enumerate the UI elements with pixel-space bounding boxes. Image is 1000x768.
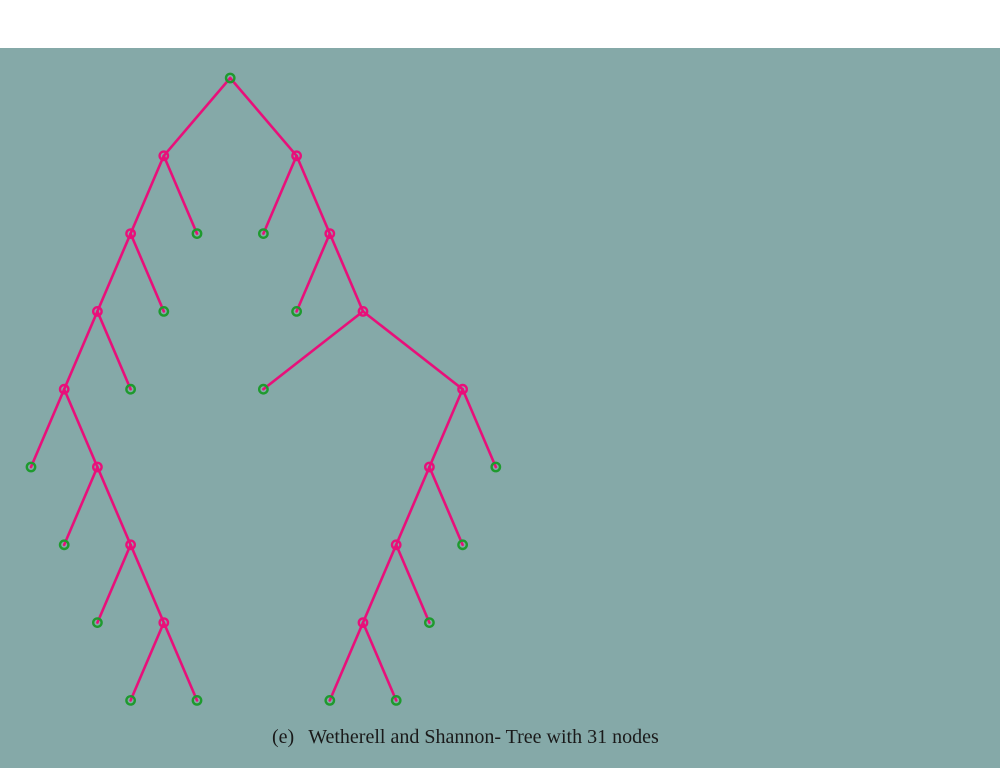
tree-edge xyxy=(428,465,464,547)
leaf-node xyxy=(390,695,402,706)
tree-edge xyxy=(62,465,99,547)
leaf-node xyxy=(291,305,302,317)
tree-edge xyxy=(461,387,498,469)
internal-node xyxy=(92,305,103,317)
internal-node xyxy=(423,461,435,473)
diagram-canvas xyxy=(0,48,1000,768)
internal-node xyxy=(324,228,336,240)
internal-node xyxy=(291,150,302,162)
tree-edge xyxy=(361,543,398,624)
internal-node xyxy=(158,617,170,628)
internal-node xyxy=(125,539,137,551)
tree-edge xyxy=(129,232,166,313)
tree-edge xyxy=(96,232,132,313)
leaf-node xyxy=(125,695,137,706)
tree-edge xyxy=(96,310,132,391)
tree-edge xyxy=(262,154,298,235)
leaf-node xyxy=(25,461,37,473)
internal-node xyxy=(125,228,137,240)
tree-edge xyxy=(394,543,431,624)
caption-text: Wetherell and Shannon- Tree with 31 node… xyxy=(308,726,659,748)
leaf-node xyxy=(257,383,269,395)
tree-edge xyxy=(361,621,398,702)
leaf-node xyxy=(191,695,203,706)
tree-edge xyxy=(295,154,332,235)
leaf-node xyxy=(490,461,502,473)
tree-edge xyxy=(328,621,365,702)
leaf-node xyxy=(158,305,170,317)
tree-edge xyxy=(129,154,166,235)
tree-edge xyxy=(162,76,232,158)
tree-edge xyxy=(394,465,431,547)
internal-node xyxy=(58,383,70,395)
tree-edge xyxy=(162,621,199,702)
tree-edge xyxy=(129,543,166,624)
tree-edge xyxy=(62,387,99,469)
tree-edge xyxy=(361,310,464,391)
leaf-node xyxy=(191,228,203,240)
tree-edge xyxy=(228,76,298,158)
tree-edge xyxy=(262,310,365,391)
tree-edge xyxy=(96,465,132,547)
leaf-node xyxy=(92,617,103,628)
internal-node xyxy=(457,383,468,395)
tree-edge xyxy=(428,387,464,469)
internal-node xyxy=(92,461,103,473)
internal-node xyxy=(357,617,369,628)
internal-node xyxy=(357,305,369,317)
internal-node xyxy=(158,150,170,162)
root-node xyxy=(224,72,236,84)
figure-caption: (e) Wetherell and Shannon- Tree with 31 n… xyxy=(272,726,659,749)
tree-edge xyxy=(129,621,166,702)
leaf-node xyxy=(125,383,137,395)
tree-edge xyxy=(62,310,99,391)
tree-edge xyxy=(96,543,132,624)
internal-node xyxy=(390,539,402,551)
tree-edge xyxy=(328,232,365,313)
leaf-node xyxy=(423,617,435,628)
tree-edge xyxy=(295,232,332,313)
caption-tag: (e) xyxy=(272,726,295,748)
tree-edge xyxy=(162,154,199,235)
leaf-node xyxy=(58,539,70,551)
leaf-node xyxy=(457,539,468,551)
tree-edge xyxy=(29,387,66,469)
leaf-node xyxy=(324,695,336,706)
leaf-node xyxy=(257,228,269,240)
